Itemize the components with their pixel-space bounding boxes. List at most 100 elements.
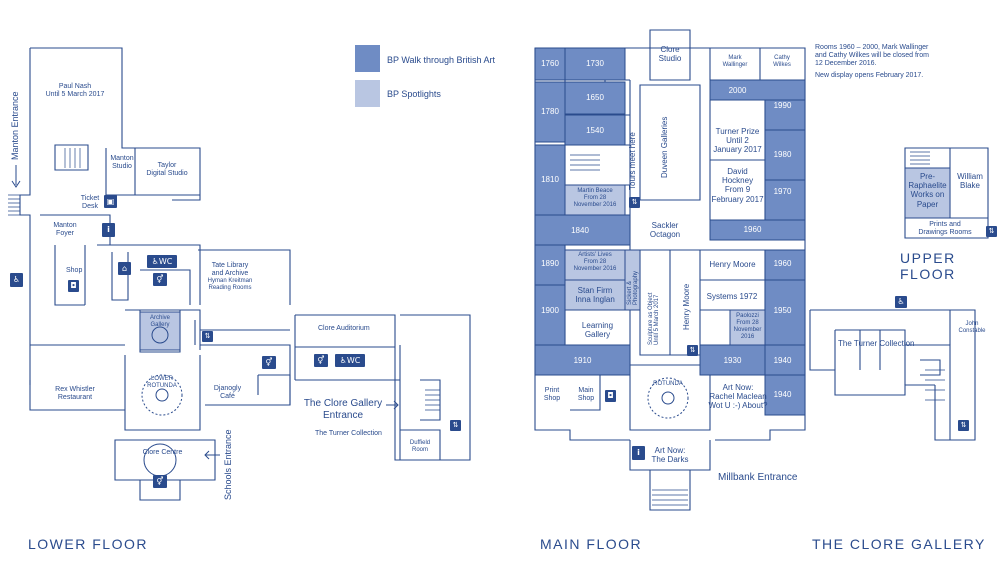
cloakroom-icon: ⌂ [118, 262, 131, 275]
legend-walk-swatch [355, 45, 380, 72]
room-1980: 1980 [773, 150, 792, 159]
turner-prize-line2: Until 2 [726, 136, 749, 146]
note-line-4: New display opens February 2017. [815, 72, 924, 80]
tate-lib-line2: and Archive [211, 270, 249, 278]
main-rotunda-label: ROTUNDA [653, 381, 683, 387]
toilets-icon: ⚥ [153, 273, 167, 286]
lower-rotunda-line2: ROTUNDA [147, 382, 177, 389]
maclean-line3: Wot U :-) About? [708, 401, 768, 411]
toilets-icon-4: ⚥ [314, 354, 328, 367]
tate-lib-line4: Reading Rooms [208, 284, 252, 291]
ticket-line2: Desk [82, 203, 98, 211]
foyer-line1: Manton [53, 222, 77, 229]
hockney-line1: David [727, 167, 748, 176]
room-1910: 1910 [573, 356, 592, 365]
room-1730: 1730 [586, 59, 604, 68]
rex-whistler-label: Rex Whistler Restaurant [45, 386, 105, 402]
clore-studio-label: Clore Studio [650, 45, 690, 63]
martin-beace-label: Martin Beace From 28 November 2016 [565, 188, 625, 209]
clore-entrance-line1: The Clore Gallery [303, 398, 383, 409]
clore-auditorium-label: Clore Auditorium [318, 325, 370, 332]
paolozzi-line3: November [733, 326, 762, 333]
lift-icon-3: ⇅ [629, 197, 640, 208]
paolozzi-label: Paolozzi From 28 November 2016 [730, 313, 765, 341]
mark-wallinger-label: Mark Wallinger [710, 55, 760, 69]
turner-collection-label: The Turner Collection [315, 430, 382, 437]
lift-icon-4: ⇅ [687, 345, 698, 356]
main-floor-title: MAIN FLOOR [540, 536, 643, 552]
taylor-line1: Taylor [157, 162, 177, 169]
room-1900: 1900 [541, 306, 559, 315]
print-line2: Shop [543, 395, 561, 403]
maclean-line1: Art Now: [722, 383, 754, 392]
spotlight-rooms [139, 167, 951, 351]
djanogly-line2: Café [220, 393, 235, 401]
cathy-wilkes-label: Cathy Wilkes [762, 55, 802, 69]
learning-line2: Gallery [584, 330, 611, 340]
hockney-line4: February 2017 [711, 194, 764, 204]
clore-centre-label: Clore Centre [142, 449, 183, 456]
mainshop-line2: Shop [577, 395, 595, 403]
room-1810: 1810 [541, 175, 559, 184]
learning-gallery-label: Learning Gallery [570, 321, 625, 339]
tate-lib-line3: Hyman Kreitman [207, 278, 253, 285]
accessible-icon: ♿ [10, 273, 23, 287]
sickert-label: Sickert & Photography [627, 271, 639, 305]
room-1890: 1890 [541, 259, 559, 268]
lower-rotunda-line1: LOWER [150, 376, 173, 382]
upper-floor-title: UPPER FLOOR [900, 250, 956, 282]
sculpture-object-label: Sculpture as Object Until 5 March 2017 [648, 293, 660, 345]
cathy-line2: Wilkes [773, 61, 791, 68]
djanogly-label: Djanogly Café [210, 385, 245, 401]
paolozzi-line2: From 28 [736, 319, 759, 326]
stan-line1: Stan Firm [577, 286, 613, 295]
tate-lib-line1: Tate Library [211, 262, 249, 269]
room-1760: 1760 [541, 59, 559, 68]
toilets-icon-3: ⚥ [153, 475, 167, 488]
martin-line1: Martin Beace [577, 188, 613, 194]
room-1960-a: 1960 [743, 225, 762, 234]
lift-icon-5: ⇅ [986, 226, 997, 237]
systems-1972-label: Systems 1972 [706, 292, 758, 301]
accessible-wc-icon-2: ♿WC [335, 354, 365, 367]
sickert-line2: Photography [633, 270, 639, 305]
lower-floor-title: LOWER FLOOR [28, 536, 148, 552]
turner-prize-line1: Turner Prize [715, 127, 760, 136]
duveen-galleries-label: Duveen Galleries [660, 116, 669, 178]
maclean-line2: Rachel Maclean [709, 392, 767, 402]
info-icon: i [102, 223, 115, 237]
archive-gallery-label: Archive Gallery [143, 315, 177, 329]
blake-line1: William [957, 172, 983, 181]
constable-line1: John [965, 321, 979, 327]
martin-line2: From 28 [583, 194, 607, 201]
entrance-arrows [11, 165, 399, 460]
legend-spotlight-swatch [355, 80, 380, 107]
martin-line3: November 2016 [573, 201, 617, 208]
art-now-darks-label: Art Now: The Darks [645, 446, 695, 464]
taylor-line2: Digital Studio [146, 170, 188, 178]
archive-line2: Gallery [150, 321, 170, 328]
toilets-icon-2: ⚥ [262, 356, 276, 369]
blake-line2: Blake [959, 181, 980, 191]
shop-bag-icon: ◘ [68, 280, 79, 292]
print-line1: Print [544, 387, 560, 394]
paul-nash-title: Paul Nash [58, 83, 92, 90]
artists-line2: From 28 [583, 258, 607, 265]
john-constable-label: John Constable [952, 321, 992, 335]
pre-line2: Raphaelite [908, 181, 947, 191]
pre-line4: Paper [916, 199, 939, 209]
shop-bag-icon-2: ◘ [605, 390, 616, 402]
sackler-line1: Sackler [651, 221, 679, 230]
tours-meet-here-label: Tours meet here [628, 132, 637, 190]
paul-nash-label: Paul Nash Until 5 March 2017 [45, 83, 105, 99]
ticket-line1: Ticket [80, 195, 100, 202]
wc-label-2: WC [346, 356, 361, 365]
paul-nash-dates: Until 5 March 2017 [45, 91, 105, 99]
shop-label: Shop [66, 267, 83, 274]
cathy-line1: Cathy [774, 55, 790, 61]
lower-rotunda-label: LOWER ROTUNDA [142, 376, 182, 390]
clore-gallery-plan [809, 309, 976, 441]
paolozzi-line1: Paolozzi [736, 313, 759, 319]
turner-prize-line3: January 2017 [713, 145, 762, 155]
